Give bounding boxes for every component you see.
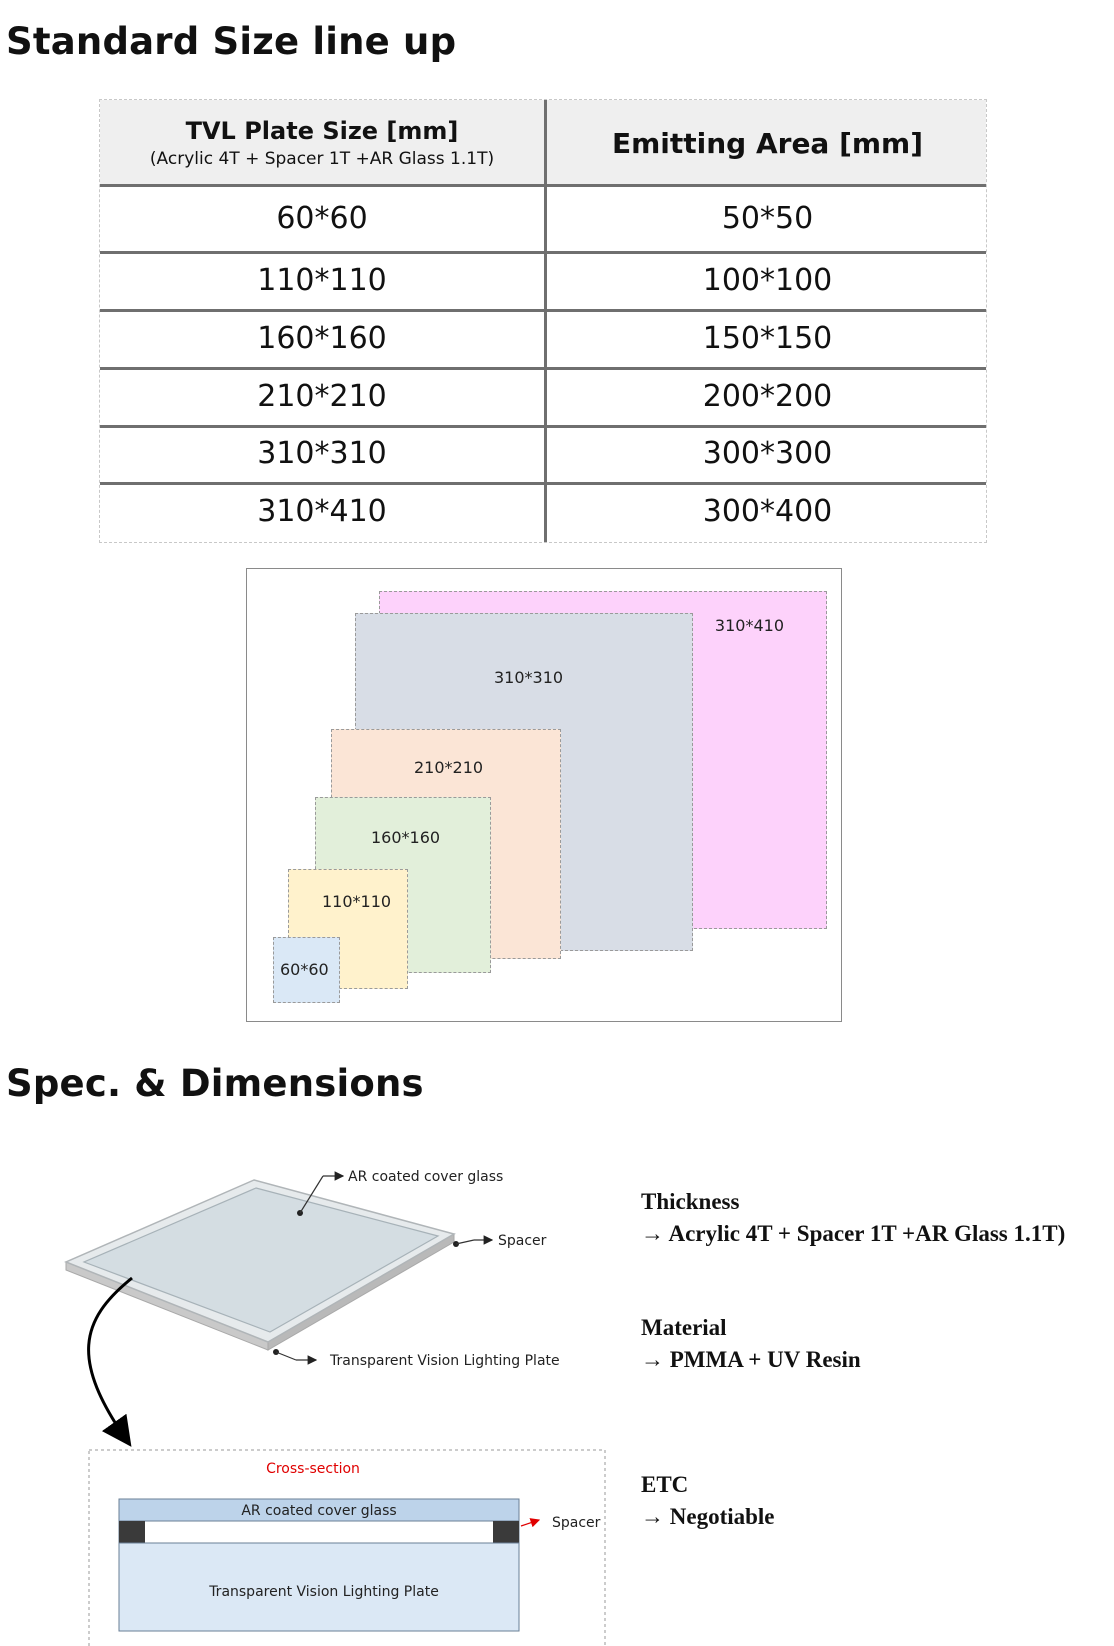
size-table: TVL Plate Size [mm] (Acrylic 4T + Spacer… <box>99 99 987 543</box>
header-emitting-area-label: Emitting Area [mm] <box>611 126 924 160</box>
cs-spacer-label: Spacer <box>552 1515 601 1531</box>
cross-section-title: Cross-section <box>266 1461 360 1477</box>
table-cell-area: 200*200 <box>702 379 833 414</box>
row-divider <box>100 425 986 428</box>
table-cell-area: 100*100 <box>702 263 833 298</box>
section-title-spec: Spec. & Dimensions <box>6 1062 424 1105</box>
size-comparison-diagram: 310*410 310*310 210*210 160*160 110*110 … <box>246 568 842 1022</box>
spec-etc-value: → Negotiable <box>641 1504 775 1529</box>
spec-etc-title: ETC <box>641 1472 689 1497</box>
size-square-60x60: 60*60 <box>273 937 340 1003</box>
row-divider <box>100 251 986 254</box>
size-label: 310*410 <box>714 616 784 635</box>
table-cell-plate: 110*110 <box>257 263 387 298</box>
table-cell-plate: 310*410 <box>257 494 387 529</box>
spec-thickness-title: Thickness <box>641 1189 740 1214</box>
cs-cover-label: AR coated cover glass <box>241 1503 396 1519</box>
plate-3d <box>64 1179 456 1351</box>
spec-material: Material → PMMA + UV Resin <box>641 1312 861 1376</box>
cs-callout-spacer: Spacer <box>520 1515 601 1531</box>
header-plate-size: TVL Plate Size [mm] (Acrylic 4T + Spacer… <box>100 100 544 186</box>
callout-cover-glass: AR coated cover glass <box>297 1169 503 1216</box>
spec-material-value: → PMMA + UV Resin <box>641 1347 861 1372</box>
spec-material-title: Material <box>641 1315 727 1340</box>
table-header <box>100 100 986 186</box>
header-plate-size-label: TVL Plate Size [mm] <box>185 117 459 145</box>
table-cell-plate: 210*210 <box>257 379 387 414</box>
spacer-block-right <box>493 1521 519 1543</box>
size-label: 210*210 <box>414 758 484 777</box>
callout-cover-label: AR coated cover glass <box>348 1169 503 1185</box>
cross-section-layers: AR coated cover glass Transparent Vision… <box>118 1498 520 1632</box>
row-divider <box>100 367 986 370</box>
row-divider <box>100 309 986 312</box>
header-plate-size-sub: (Acrylic 4T + Spacer 1T +AR Glass 1.1T) <box>149 149 495 169</box>
column-divider <box>544 100 547 542</box>
size-label: 310*310 <box>494 668 564 687</box>
table-cell-area: 300*300 <box>702 436 833 471</box>
table-cell-plate: 60*60 <box>276 201 368 236</box>
callout-plate: Transparent Vision Lighting Plate <box>273 1349 560 1369</box>
table-cell-area: 300*400 <box>702 494 833 529</box>
curved-arrow <box>87 1276 133 1447</box>
row-divider <box>100 184 986 187</box>
callout-plate-label: Transparent Vision Lighting Plate <box>329 1353 560 1369</box>
spec-thickness: Thickness → Acrylic 4T + Spacer 1T +AR G… <box>641 1186 1065 1250</box>
cross-section-frame <box>88 1449 606 1646</box>
section-title-size-lineup: Standard Size line up <box>6 20 457 63</box>
spec-thickness-value: → Acrylic 4T + Spacer 1T +AR Glass 1.1T) <box>641 1221 1066 1246</box>
callout-spacer-label: Spacer <box>498 1233 547 1249</box>
table-cell-area: 150*150 <box>702 321 833 356</box>
table-cell-plate: 160*160 <box>257 321 387 356</box>
table-cell-plate: 310*310 <box>257 436 387 471</box>
spec-etc: ETC → Negotiable <box>641 1469 775 1533</box>
cs-plate-label: Transparent Vision Lighting Plate <box>208 1584 439 1600</box>
spec-illustration: AR coated cover glass Spacer Transparent… <box>64 1169 606 1646</box>
header-emitting-area: Emitting Area [mm] <box>547 100 988 186</box>
size-label: 160*160 <box>371 828 441 847</box>
size-label: 110*110 <box>322 892 392 911</box>
row-divider <box>100 482 986 485</box>
callout-spacer: Spacer <box>453 1233 547 1249</box>
spacer-block-left <box>119 1521 145 1543</box>
size-label: 60*60 <box>280 960 329 979</box>
table-cell-area: 50*50 <box>721 201 814 236</box>
